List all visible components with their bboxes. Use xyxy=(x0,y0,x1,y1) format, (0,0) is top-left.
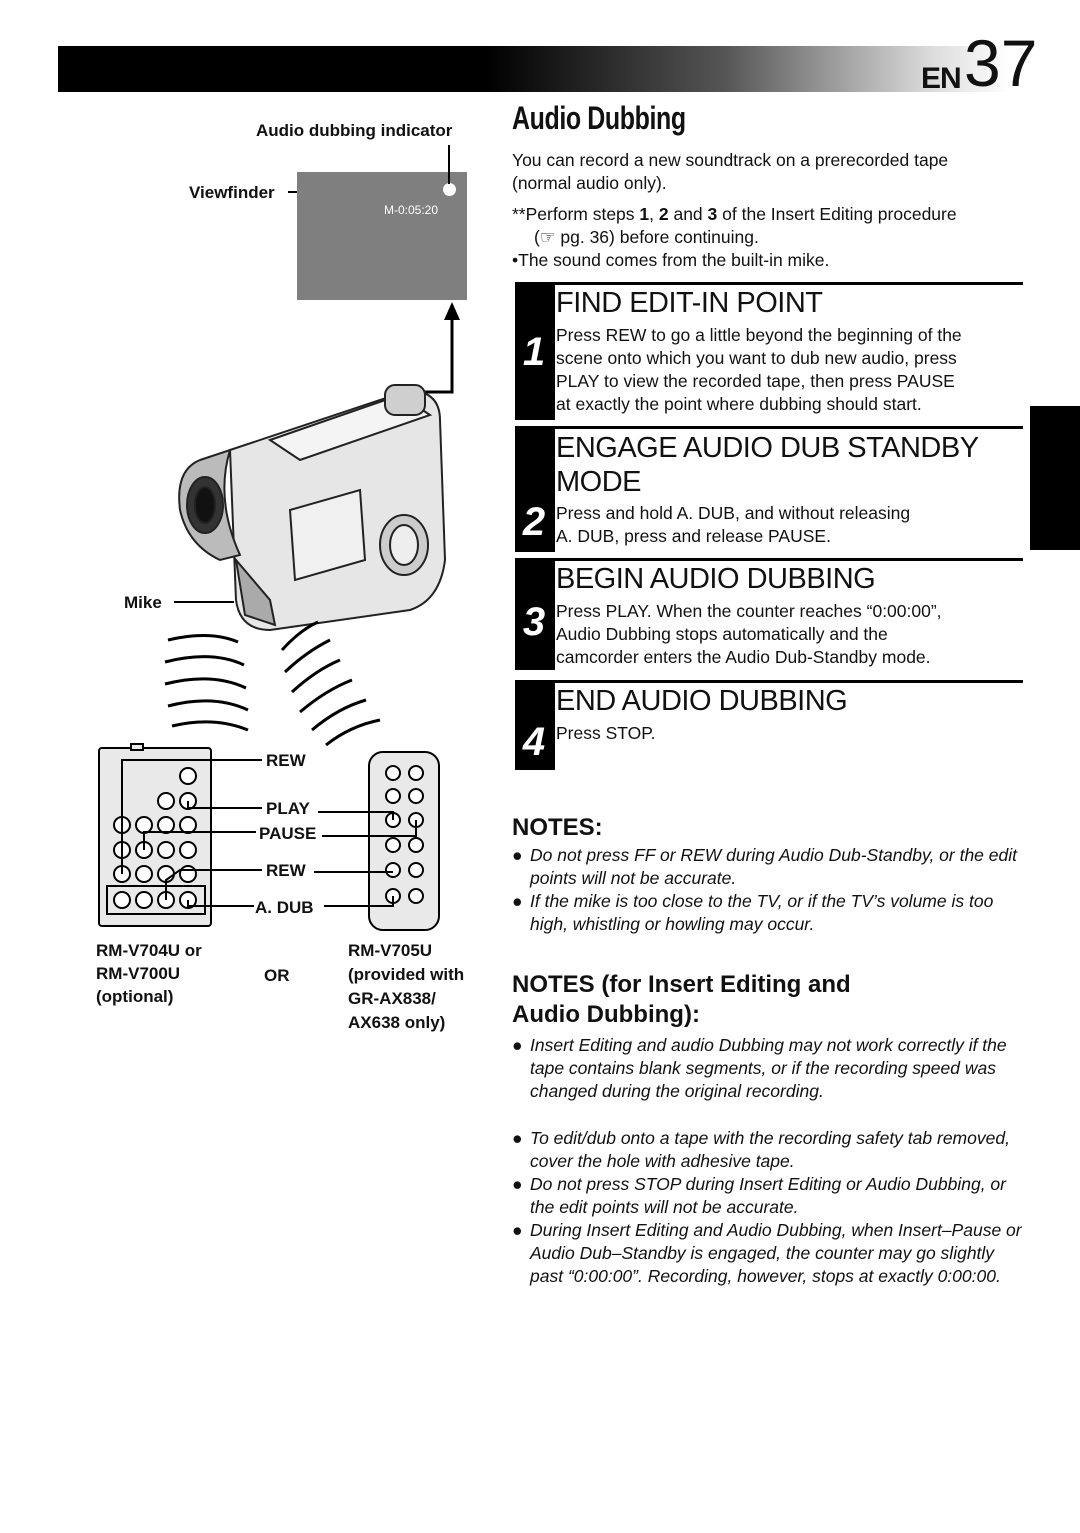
step-3-rule xyxy=(555,558,1023,561)
step-2-number: 2 xyxy=(522,500,546,544)
step-3-heading: BEGIN AUDIO DUBBING xyxy=(556,563,876,595)
intro-notes: **Perform steps 1, 2 and 3 of the Insert… xyxy=(512,204,957,270)
viewfinder-screen xyxy=(297,172,467,300)
page-title: Audio Dubbing xyxy=(512,100,686,136)
step-1-heading: FIND EDIT-IN POINT xyxy=(556,287,823,319)
step-2-bar xyxy=(515,426,555,552)
step-1-number: 1 xyxy=(522,330,546,374)
mike-label: Mike xyxy=(124,593,162,612)
viewfinder-counter: M-0:05:20 xyxy=(384,203,439,217)
step-3-number: 3 xyxy=(522,600,546,644)
step-1-rule xyxy=(555,282,1023,285)
step-2-rule xyxy=(555,426,1023,429)
or-label: OR xyxy=(264,966,290,985)
step-4-number: 4 xyxy=(522,720,546,764)
step-4-bar xyxy=(515,680,555,770)
audio-dub-indicator-label: Audio dubbing indicator xyxy=(256,121,453,140)
remote-left-icon xyxy=(98,743,212,927)
remote-right-caption: RM-V705U (provided with GR-AX838/ AX638 … xyxy=(348,941,465,1032)
adub-label: A. DUB xyxy=(255,898,314,917)
rew-label-2: REW xyxy=(266,861,306,880)
audio-dub-indicator-icon xyxy=(443,183,456,196)
camcorder-icon xyxy=(178,384,447,632)
remote-left-caption: RM-V704U or RM-V700U (optional) xyxy=(96,941,202,1006)
note-item: ●Do not press FF or REW during Audio Dub… xyxy=(512,845,1017,888)
pause-label: PAUSE xyxy=(259,824,317,843)
insert-notes-heading: NOTES (for Insert Editing and Audio Dubb… xyxy=(512,971,851,1028)
insert-note-item: ●To edit/dub onto a tape with the record… xyxy=(512,1128,1010,1171)
page-number: 37 xyxy=(964,26,1038,100)
remote-right-icon xyxy=(368,751,440,931)
play-label: PLAY xyxy=(266,799,310,818)
section-tab xyxy=(1030,406,1080,550)
viewfinder-label: Viewfinder xyxy=(189,183,275,202)
insert-note-item: ●During Insert Editing and Audio Dubbing… xyxy=(512,1220,1022,1286)
step-3-bar xyxy=(515,558,555,670)
insert-note-item: ●Insert Editing and audio Dubbing may no… xyxy=(512,1035,1007,1101)
step-1-bar xyxy=(515,282,555,420)
step-4-heading: END AUDIO DUBBING xyxy=(556,685,848,717)
intro-text: You can record a new soundtrack on a pre… xyxy=(512,150,949,193)
insert-note-item: ●Do not press STOP during Insert Editing… xyxy=(512,1174,1006,1217)
notes-heading: NOTES: xyxy=(512,814,603,841)
step-4-rule xyxy=(555,680,1023,683)
step-3-text: Press PLAY. When the counter reaches “0:… xyxy=(556,601,942,667)
step-2-heading: ENGAGE AUDIO DUB STANDBY MODE xyxy=(556,432,979,498)
language-label: EN xyxy=(921,62,962,95)
rew-label-1: REW xyxy=(266,751,306,770)
step-4-text: Press STOP. xyxy=(556,723,656,743)
header-bar xyxy=(58,46,1010,92)
note-item: ●If the mike is too close to the TV, or … xyxy=(512,891,994,934)
step-1-text: Press REW to go a little beyond the begi… xyxy=(556,325,962,414)
step-2-text: Press and hold A. DUB, and without relea… xyxy=(556,503,911,546)
